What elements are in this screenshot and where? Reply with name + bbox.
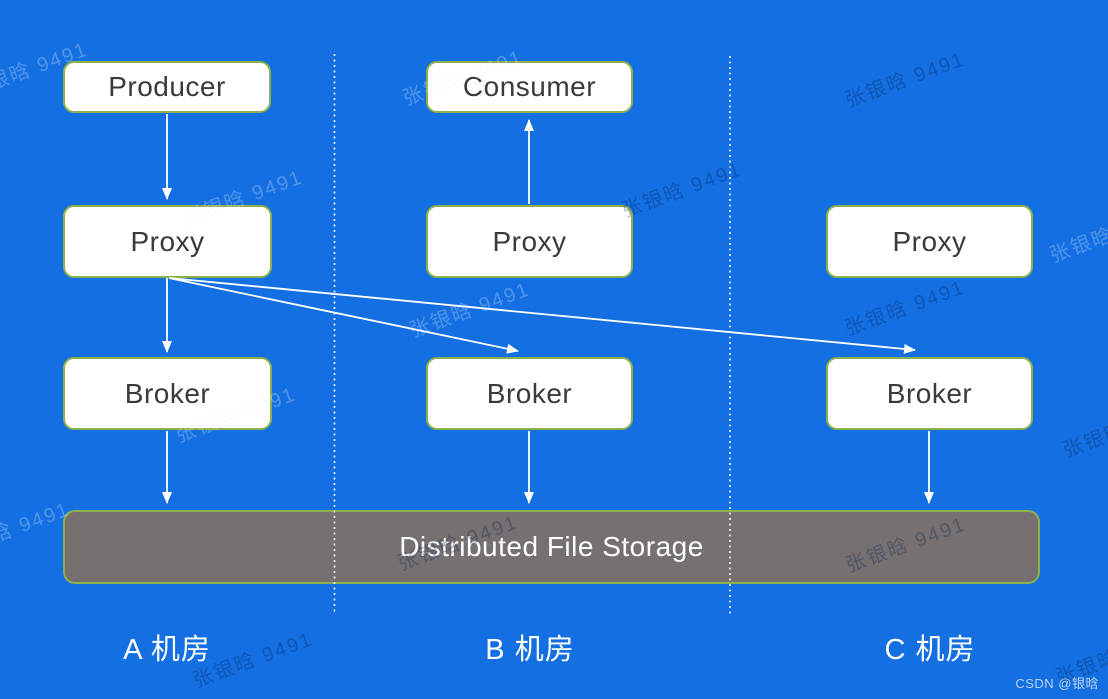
node-broker-c-label: Broker — [886, 377, 973, 409]
zone-label-b: B 机房 — [485, 634, 575, 666]
node-broker-a-label: Broker — [124, 377, 211, 409]
node-producer-a: Producer — [63, 61, 271, 113]
edge-proxy-a-to-broker-b — [168, 277, 519, 354]
watermark-5: 张银晗 9491 — [619, 158, 746, 223]
node-broker-a: Broker — [63, 357, 272, 430]
node-broker-b: Broker — [426, 357, 633, 430]
watermark-6: 张银晗 9491 — [1047, 203, 1108, 268]
node-proxy-b-label: Proxy — [492, 225, 567, 257]
node-proxy-b: Proxy — [426, 205, 633, 278]
node-proxy-a: Proxy — [63, 205, 272, 278]
node-broker-b-label: Broker — [486, 377, 573, 409]
node-distributed-file-storage: Distributed File Storage — [63, 510, 1040, 584]
node-proxy-a-label: Proxy — [130, 225, 205, 257]
node-proxy-c-label: Proxy — [892, 225, 967, 257]
node-consumer-b-label: Consumer — [462, 71, 597, 102]
watermark-7: 张银晗 9491 — [407, 278, 534, 343]
zone-label-a: A 机房 — [123, 634, 211, 666]
watermark-3: 张银晗 9491 — [842, 48, 969, 113]
watermark-10: 张银晗 9491 — [1060, 398, 1108, 463]
csdn-credit: CSDN @银晗 — [1015, 676, 1099, 691]
edge-proxy-a-to-broker-c — [168, 277, 916, 354]
watermark-8: 张银晗 9491 — [842, 276, 969, 341]
node-proxy-c: Proxy — [826, 205, 1033, 278]
zone-label-c: C 机房 — [884, 634, 976, 666]
node-producer-a-label: Producer — [108, 71, 226, 102]
storage-label: Distributed File Storage — [399, 531, 704, 562]
node-broker-c: Broker — [826, 357, 1033, 430]
node-consumer-b: Consumer — [426, 61, 633, 113]
